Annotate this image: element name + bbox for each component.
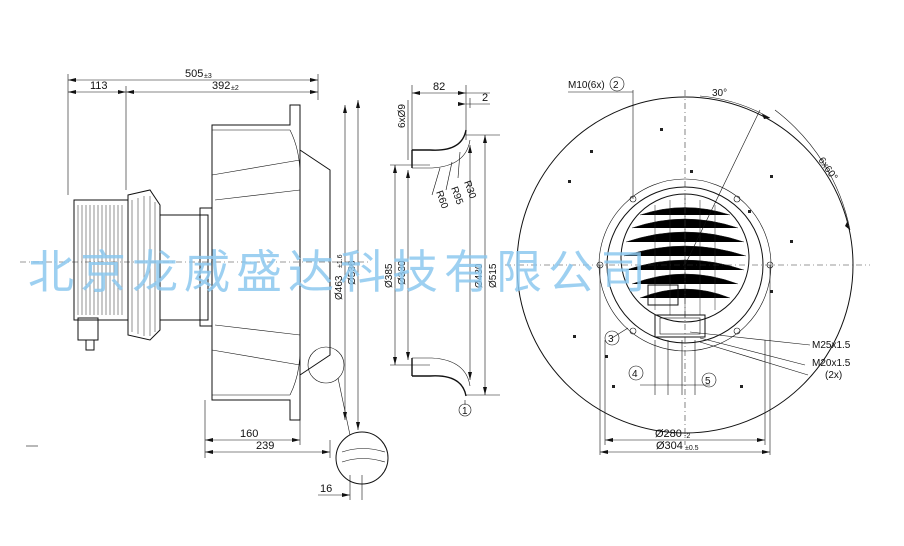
- dim-dia-463-tol: ±1.6: [337, 254, 344, 268]
- dim-radius-60: R60: [433, 189, 450, 210]
- dim-dia-515: Ø515: [488, 263, 499, 288]
- callout-3: 3: [608, 334, 614, 345]
- dim-inlet-depth: 82: [433, 81, 445, 93]
- callout-1: 1: [462, 406, 468, 417]
- dim-dia-385: Ø385: [384, 263, 395, 288]
- dim-body-length: 392: [212, 80, 230, 92]
- callout-4: 4: [632, 369, 638, 380]
- dim-motor-length: 113: [90, 80, 108, 92]
- callout-5: 5: [705, 376, 711, 387]
- dim-dia-280-tol: -2: [684, 433, 690, 440]
- thread-m25: M25x1.5: [812, 340, 851, 351]
- dim-radius-95: R95: [448, 185, 465, 206]
- thread-m20: M20x1.5: [812, 358, 851, 369]
- dim-dia-304-tol: ±0.5: [685, 445, 699, 452]
- thread-m10: M10(6x): [568, 80, 605, 91]
- dim-overall-length-tol: ±3: [204, 73, 212, 80]
- angle-6x60: 6x60°: [816, 155, 840, 182]
- dim-dia-430: Ø430: [474, 263, 485, 288]
- side-view: 505 ±3 113 392 ±2 Ø463 ±1.6 Ø536 160 239…: [20, 68, 389, 500]
- dim-dia-463: Ø463: [334, 275, 345, 300]
- dim-dia-304: Ø304: [656, 440, 683, 452]
- dim-dia-536: Ø536: [347, 260, 358, 285]
- inlet-ring-section: 1 82 2 6xØ9 R30 R95 R60 Ø385 Ø330 Ø430 Ø…: [384, 81, 500, 417]
- dim-holes: 6xØ9: [397, 104, 408, 128]
- dim-dia-280: Ø280: [655, 428, 682, 440]
- dim-len-239: 239: [256, 440, 274, 452]
- dim-dia-330: Ø330: [397, 260, 408, 285]
- dim-overall-length: 505: [185, 68, 203, 80]
- callout-2: 2: [613, 80, 619, 91]
- dim-inlet-lip: 2: [482, 92, 488, 104]
- angle-30: 30°: [712, 88, 727, 99]
- front-view: 2 3 4 5 M10(6x) 30° 6x60° M25x1.5 M20x1.…: [505, 76, 870, 455]
- dim-len-160: 160: [240, 428, 258, 440]
- dim-body-length-tol: ±2: [231, 85, 239, 92]
- watermark: 北京龙威盛达科技有限公司: [28, 246, 652, 298]
- dim-len-16: 16: [320, 483, 332, 495]
- thread-m20-qty: (2x): [825, 370, 842, 381]
